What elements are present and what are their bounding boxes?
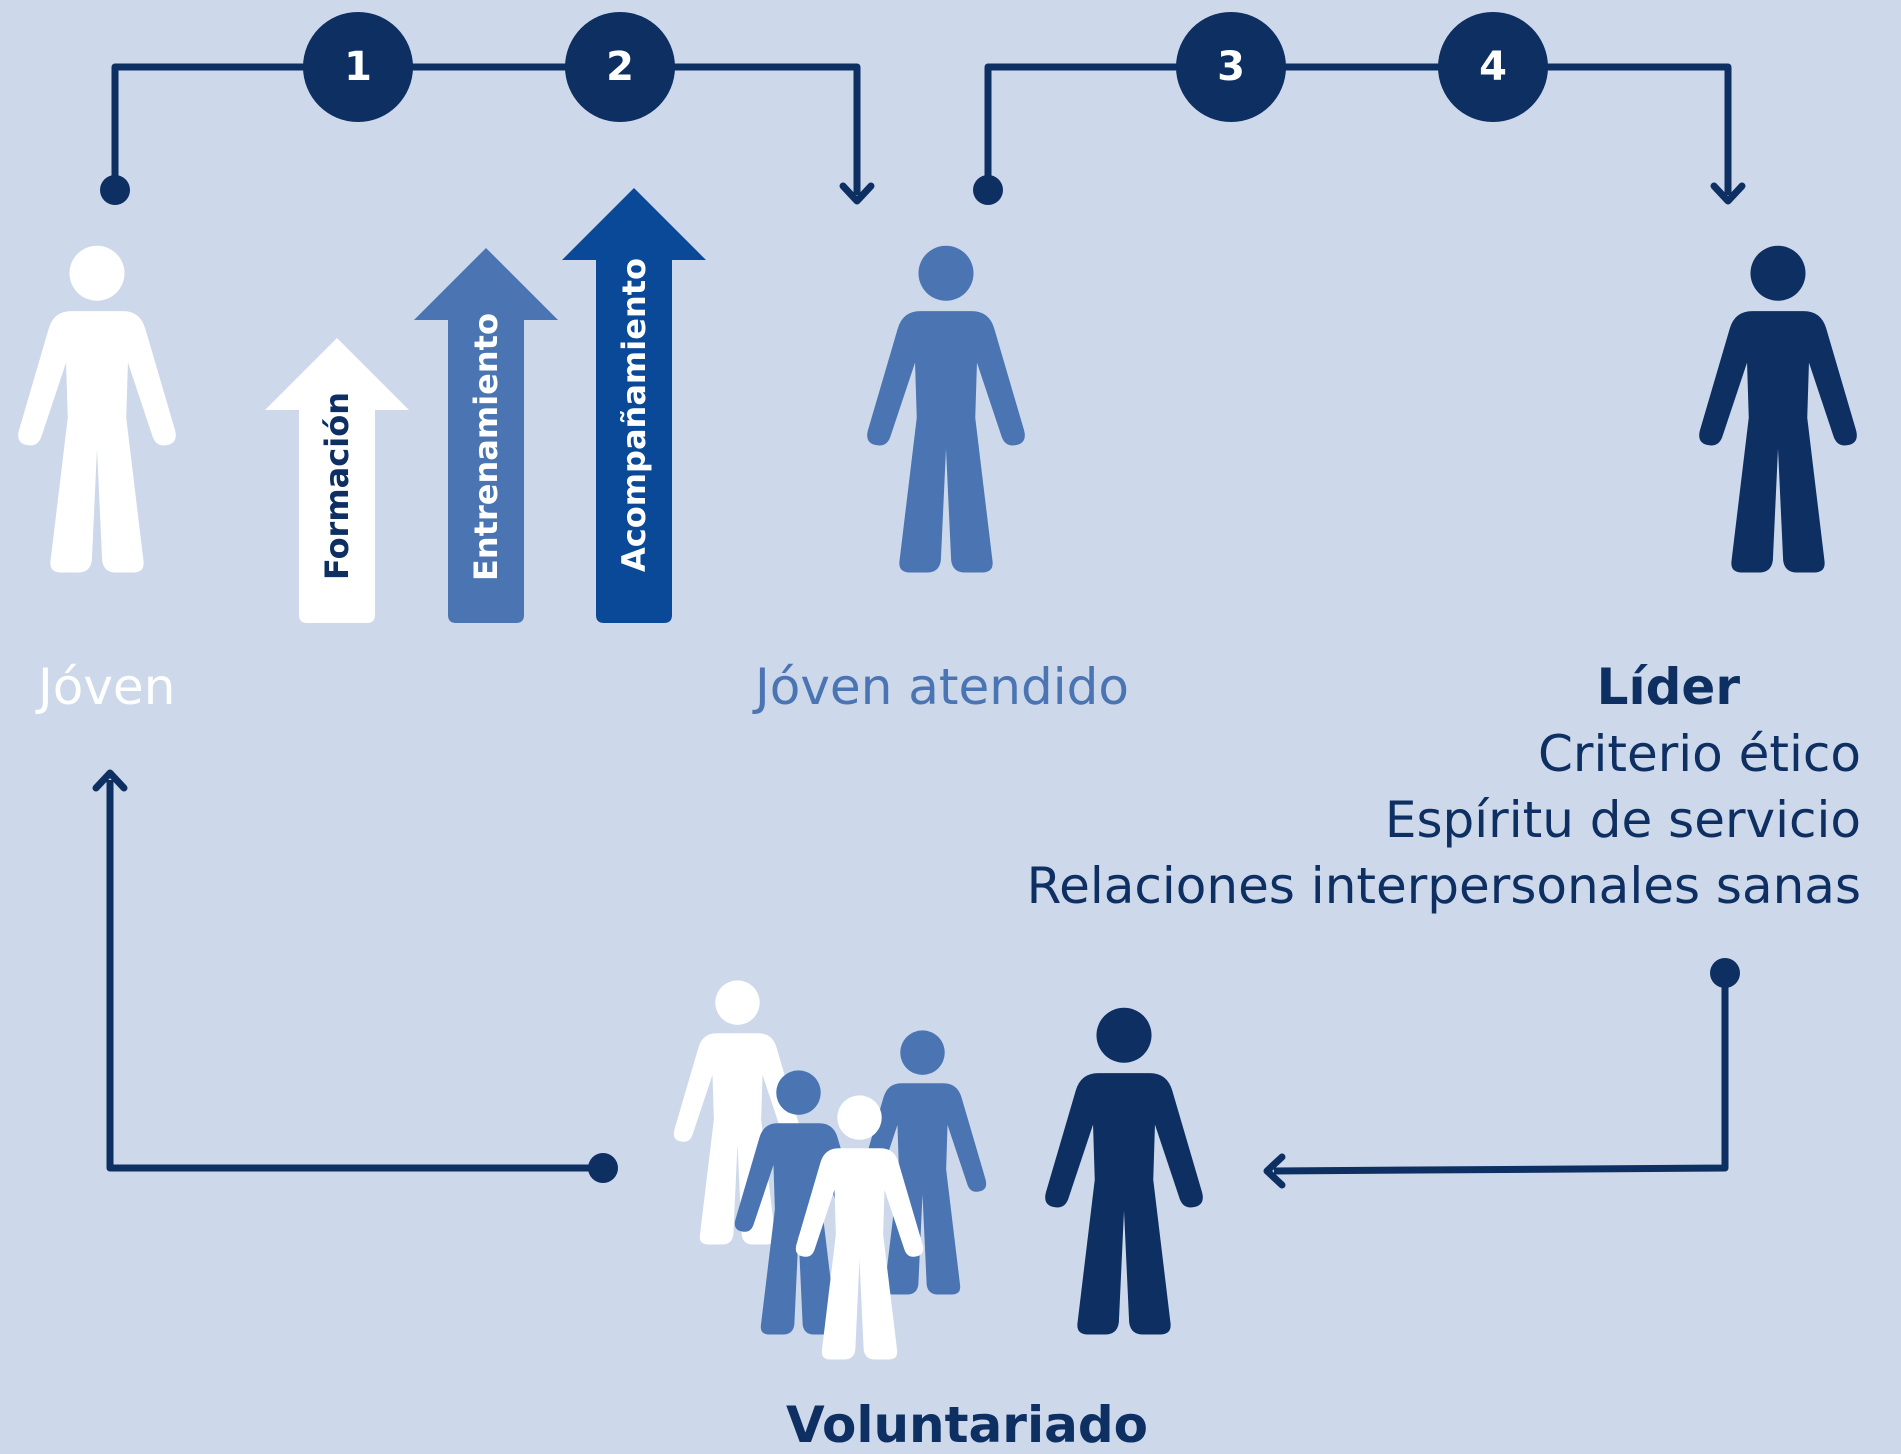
step-number: 3 (1217, 44, 1245, 90)
arrowhead-to-voluntariado (1263, 1153, 1286, 1189)
arrow-acompanamiento: Acompañamiento (562, 188, 706, 623)
connector-steps-3-4 (984, 63, 1732, 195)
step-number: 2 (606, 44, 634, 90)
label-joven-atendido: Jóven atendido (755, 658, 1129, 716)
arrow-formacion: Formación (265, 338, 409, 623)
group-icon (673, 980, 1203, 1360)
connector-steps-1-2 (111, 63, 861, 195)
step-4: 4 (1438, 12, 1548, 122)
connector-dot (100, 175, 130, 205)
step-number: 4 (1479, 44, 1507, 90)
lider-trait: Criterio ético (1538, 725, 1861, 783)
arrow-entrenamiento: Entrenamiento (414, 248, 558, 623)
person-icon (1045, 1007, 1203, 1335)
person-icon-joven (18, 245, 176, 573)
label-voluntariado: Voluntariado (786, 1396, 1148, 1454)
person-icon-lider (1699, 245, 1857, 573)
connector-dot (1710, 958, 1740, 988)
step-1: 1 (303, 12, 413, 122)
connector-voluntariado-to-joven (106, 780, 604, 1172)
connector-lider-to-voluntariado (1273, 975, 1729, 1175)
person-icon-joven-atendido (867, 245, 1025, 573)
arrow-label: Acompañamiento (615, 258, 653, 572)
connector-dot (973, 175, 1003, 205)
arrowhead-to-lider (1710, 182, 1746, 205)
label-joven: Jóven (38, 658, 176, 716)
arrowhead-to-joven-atendido (839, 182, 875, 205)
lider-trait: Espíritu de servicio (1384, 791, 1861, 849)
label-lider: Líder (1596, 658, 1740, 716)
step-2: 2 (565, 12, 675, 122)
step-number: 1 (344, 44, 372, 90)
arrowhead-to-joven (92, 769, 128, 792)
lider-trait: Relaciones interpersonales sanas (1026, 857, 1861, 915)
arrow-label: Entrenamiento (467, 313, 505, 581)
step-3: 3 (1176, 12, 1286, 122)
arrow-label: Formación (318, 392, 356, 580)
connector-dot (588, 1153, 618, 1183)
